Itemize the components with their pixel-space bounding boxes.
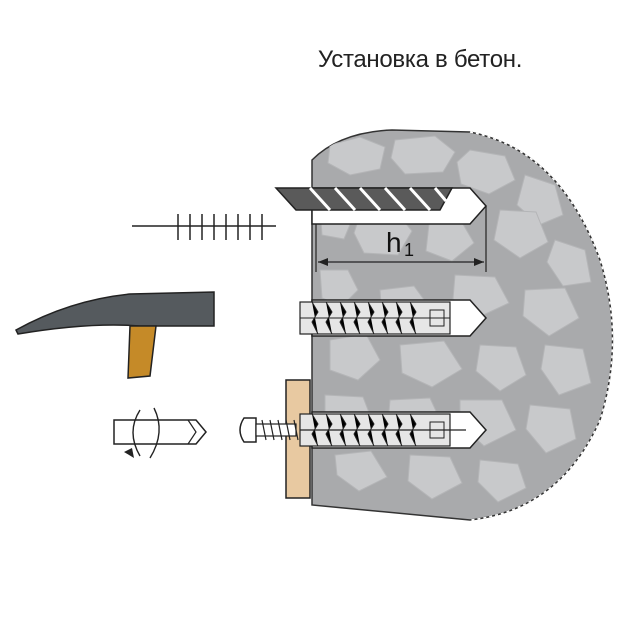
- plastic-anchor-icon: [299, 301, 451, 335]
- drill-step: h 1: [132, 186, 488, 272]
- rotate-arrow-icon: [124, 448, 134, 458]
- depth-label-subscript: 1: [404, 240, 414, 260]
- depth-dimension: h 1: [315, 206, 487, 272]
- dust-particles-icon: [132, 214, 276, 240]
- screw-step: [113, 379, 488, 499]
- depth-label: h: [386, 227, 402, 258]
- page-title: Установка в бетон.: [317, 46, 523, 73]
- screw-icon: [239, 417, 299, 443]
- hammer-icon: [15, 291, 215, 379]
- drill-bit-icon: [274, 186, 454, 212]
- insert-step: [15, 291, 488, 379]
- anchor-with-screw-icon: [299, 413, 466, 447]
- screwdriver-icon: [113, 407, 207, 459]
